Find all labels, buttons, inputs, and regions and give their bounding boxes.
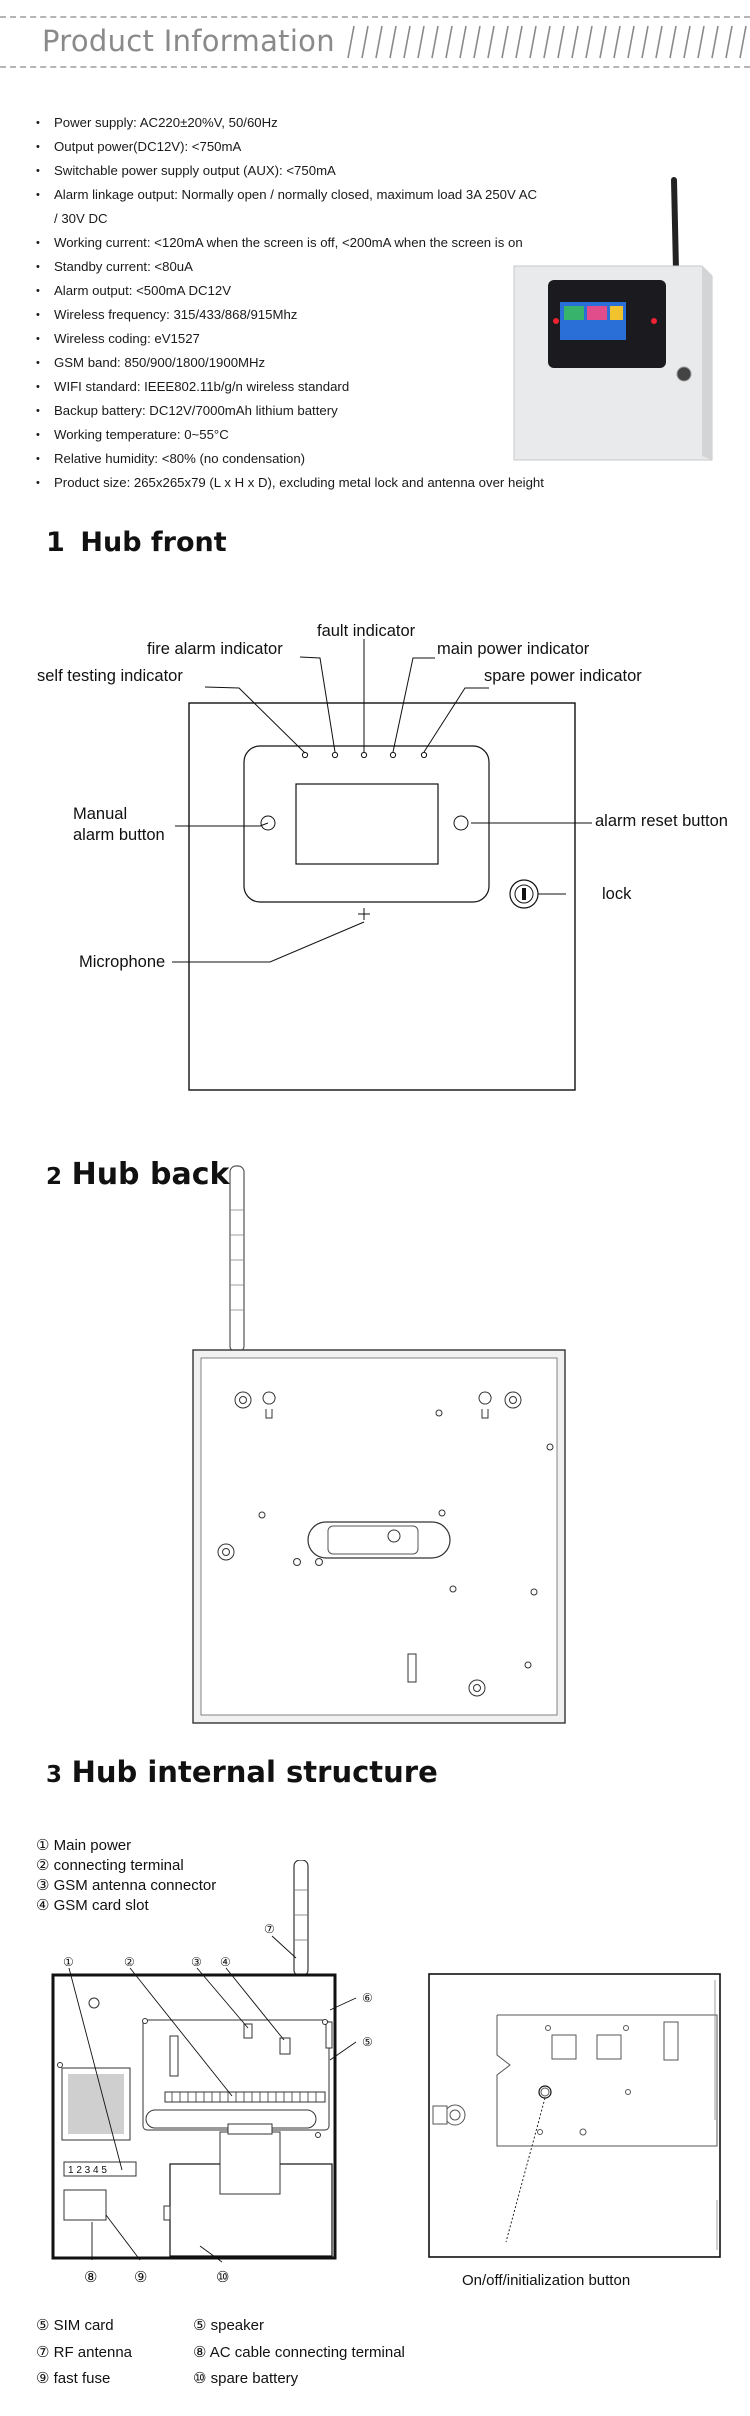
hub-front-diagram [172,639,592,1091]
section-2-heading: 2 Hub back [46,1157,229,1192]
label-manual-line2: alarm button [73,826,165,844]
callout-7: ⑦ [264,1922,275,1936]
callout-4: ④ [220,1955,231,1969]
callout-3: ③ [191,1955,202,1969]
section-title: Hub internal structure [71,1755,438,1789]
hub-back-diagram [192,1165,566,1724]
callout-8-label: ⑧ [84,2269,98,2286]
legend-fast-fuse: ⑨ fast fuse [36,2370,111,2387]
legend-sim-card: ⑤ SIM card [36,2317,114,2334]
antenna-graphic [671,177,679,273]
legend-spare-battery: ⑩ spare battery [193,2370,299,2387]
legend-gsm-antenna-connector: ③ GSM antenna connector [36,1877,217,1894]
callout-6: ⑥ [362,1991,373,2005]
spec-item: Wireless coding: eV1527 [36,327,596,351]
label-manual-line1: Manual [73,805,128,823]
label-fault-indicator: fault indicator [317,622,416,640]
section-title: Hub front [80,527,227,558]
section-header: Product Information [0,0,750,70]
detail-lock [432,2104,466,2126]
antenna-graphic [293,1860,309,1977]
spec-item: Alarm output: <500mA DC12V [36,279,596,303]
spare-power-led [420,751,428,759]
microphone-graphic [358,908,370,920]
terminal-numbers: 1 2 3 4 5 [68,2165,107,2176]
product-photo [513,177,713,461]
spec-item-continuation: / 30V DC [54,211,108,226]
label-alarm-reset-button: alarm reset button [595,812,728,830]
callout-5: ⑤ [362,2035,373,2049]
fault-led [360,751,368,759]
callout-9-label: ⑨ [134,2269,148,2286]
keyhole [478,1391,492,1419]
spec-item: Standby current: <80uA [36,255,596,279]
section-number: 3 [46,1762,63,1788]
section-number: 1 [46,527,65,558]
legend-speaker: ⑤ speaker [193,2317,264,2334]
section-title: Hub back [71,1157,230,1192]
spec-item: Power supply: AC220±20%V, 50/60Hz [36,111,596,135]
legend-gsm-card-slot: ④ GSM card slot [36,1897,149,1914]
leader-fire [299,656,336,753]
legend-ac-cable-terminal: ⑧ AC cable connecting terminal [193,2344,405,2361]
spec-item: Working current: <120mA when the screen … [36,231,596,255]
label-self-testing-indicator: self testing indicator [37,667,183,685]
spec-item: Output power(DC12V): <750mA [36,135,596,159]
main-power-led [389,751,397,759]
callout-1: ① [63,1955,74,1969]
keyhole [262,1391,276,1419]
leader-self-test [204,686,306,754]
spec-item: Switchable power supply output (AUX): <7… [36,159,596,183]
leader-mic [172,921,365,963]
spec-item: Working temperature: 0~55°C [36,423,596,447]
fast-fuse [63,2189,107,2221]
spec-item: Alarm linkage output: Normally open / no… [36,183,596,207]
legend-rf-antenna: ⑦ RF antenna [36,2344,132,2361]
label-main-power-indicator: main power indicator [437,640,590,658]
header-slash-pattern [347,25,747,59]
section-number: 2 [46,1164,63,1190]
legend-main-power: ① Main power [36,1837,132,1854]
label-microphone: Microphone [79,953,166,971]
screen [295,783,439,865]
onoff-button-label: On/off/initialization button [462,2272,631,2289]
spec-item: GSM band: 850/900/1800/1900MHz [36,351,596,375]
legend-connecting-terminal: ② connecting terminal [36,1857,184,1874]
spec-list: Power supply: AC220±20%V, 50/60Hz Output… [36,111,596,495]
spec-item: WIFI standard: IEEE802.11b/g/n wireless … [36,375,596,399]
callout-2: ② [124,1955,135,1969]
page-title: Product Information [42,24,335,58]
hub-internal-diagram: 1 2 3 4 5 ① ② ③ ④ ⑥ ⑤ ⑦ ⑧ [51,1860,721,2263]
fire-alarm-led [331,751,339,759]
antenna-graphic [229,1165,245,1353]
alarm-reset-button [453,815,469,831]
section-3-heading: 3 Hub internal structure [46,1755,438,1789]
header-dashed-rule-bottom [0,66,750,68]
spec-item: Product size: 265x265x79 (L x H x D), ex… [36,471,596,495]
label-fire-alarm-indicator: fire alarm indicator [147,640,283,658]
label-lock: lock [602,885,632,903]
spec-item: Wireless frequency: 315/433/868/915Mhz [36,303,596,327]
header-dashed-rule-top [0,16,750,18]
spec-item: Backup battery: DC12V/7000mAh lithium ba… [36,399,596,423]
spec-item: Relative humidity: <80% (no condensation… [36,447,596,471]
leader-spare-power [423,687,489,753]
leader-main-power [392,657,435,753]
section-1-heading: 1 Hub front [46,527,227,558]
leader-manual [175,822,269,827]
self-test-led [301,751,309,759]
label-spare-power-indicator: spare power indicator [484,667,642,685]
callout-10-label: ⑩ [216,2269,230,2286]
